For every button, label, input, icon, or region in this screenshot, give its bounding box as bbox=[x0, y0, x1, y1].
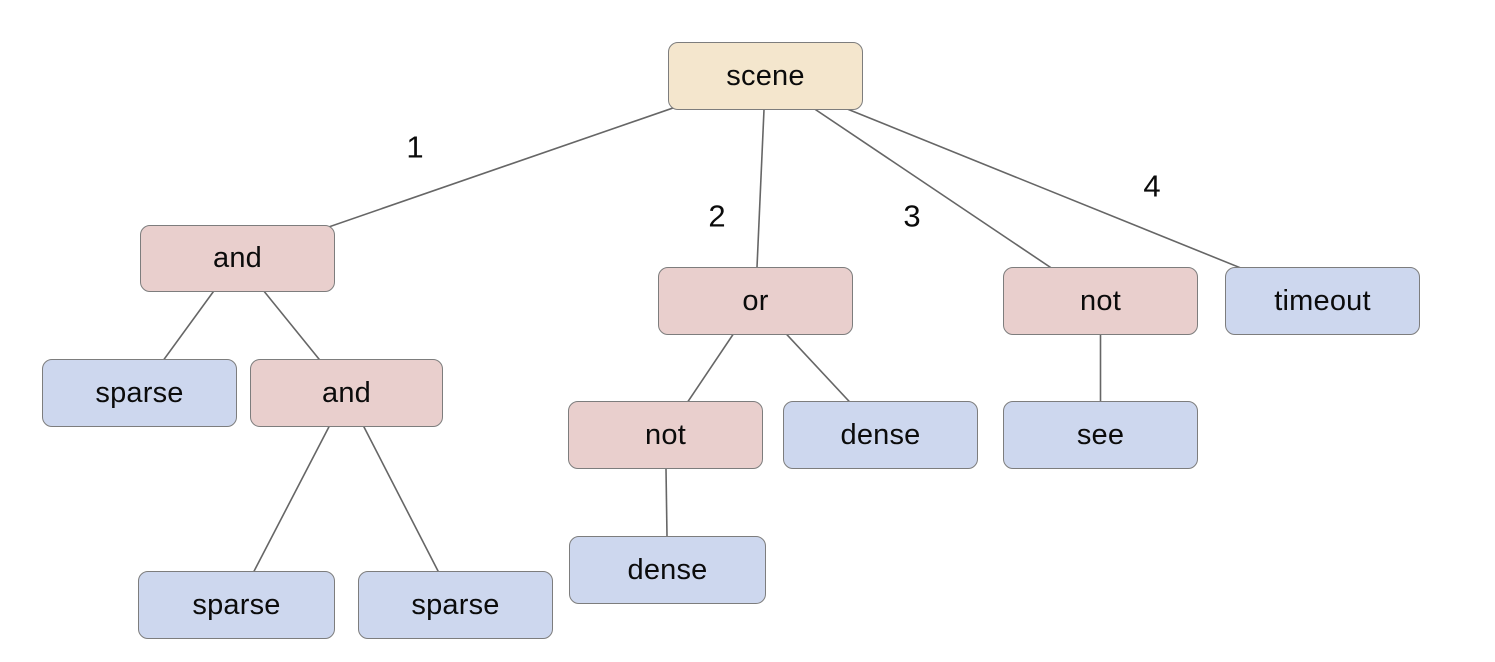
edge-label-2: 2 bbox=[708, 198, 726, 234]
node-dense1: dense bbox=[783, 401, 978, 469]
node-and1: and bbox=[140, 225, 335, 292]
node-or1: or bbox=[658, 267, 853, 335]
edge-scene-or1 bbox=[754, 75, 767, 302]
node-see: see bbox=[1003, 401, 1198, 469]
node-not1: not bbox=[1003, 267, 1198, 335]
node-timeout: timeout bbox=[1225, 267, 1420, 335]
edge-label-3: 3 bbox=[903, 198, 921, 234]
node-scene: scene bbox=[668, 42, 863, 110]
node-sparse3: sparse bbox=[358, 571, 553, 639]
edge-and2-sparse2 bbox=[235, 392, 348, 606]
node-not2: not bbox=[568, 401, 763, 469]
edge-and2-sparse3 bbox=[345, 392, 457, 606]
node-and2: and bbox=[250, 359, 443, 427]
edge-scene-not1 bbox=[765, 75, 1101, 302]
node-dense2: dense bbox=[569, 536, 766, 604]
node-sparse2: sparse bbox=[138, 571, 335, 639]
edge-label-1: 1 bbox=[406, 129, 424, 165]
edge-label-4: 4 bbox=[1143, 168, 1161, 204]
node-sparse1: sparse bbox=[42, 359, 237, 427]
edge-scene-timeout bbox=[765, 75, 1323, 302]
